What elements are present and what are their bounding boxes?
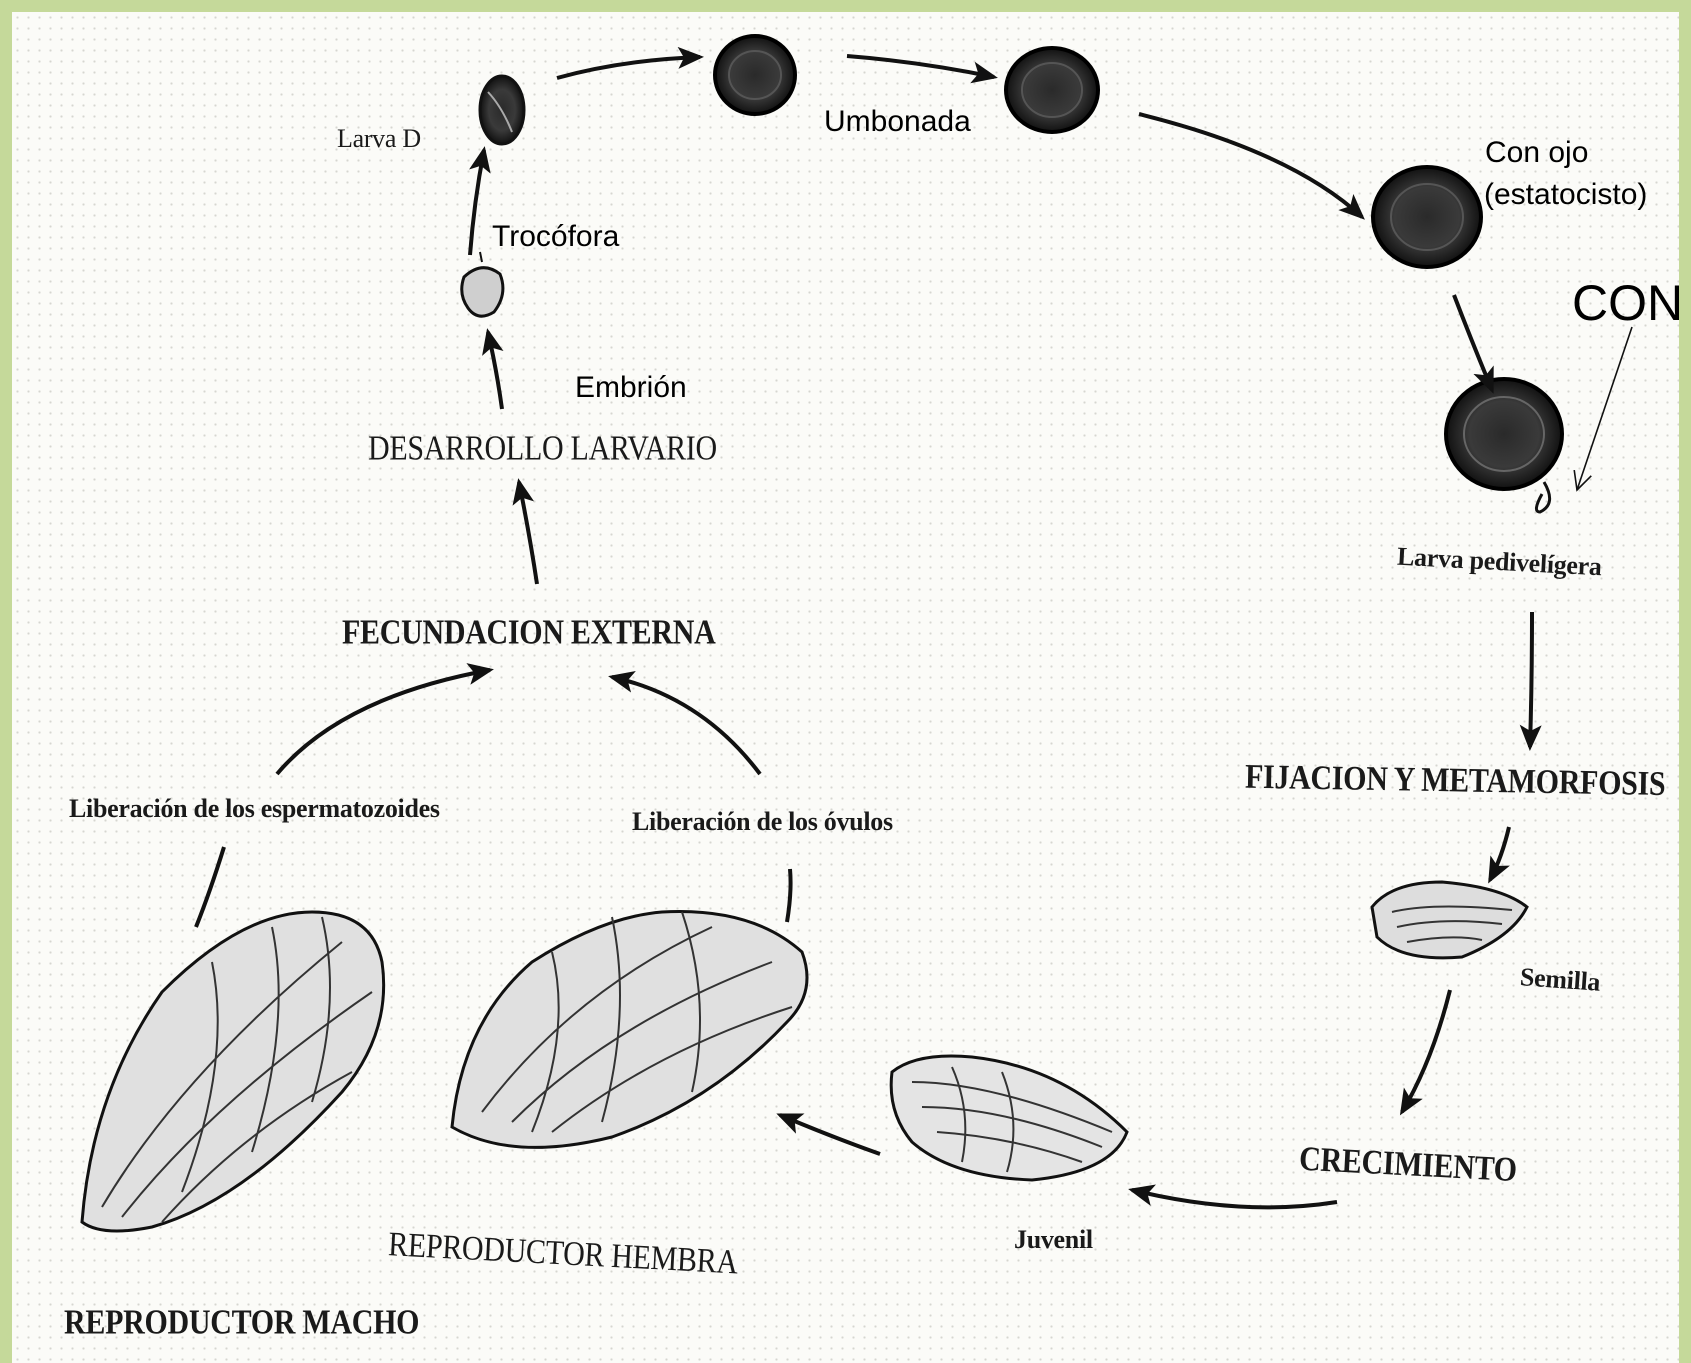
semilla-shell (1372, 882, 1527, 958)
arrow-crecimiento-to-juvenil (1132, 1190, 1337, 1207)
line-male-release (196, 847, 224, 927)
label-embrion: Embrión (575, 371, 687, 405)
arrow-juvenil-to-hembra (780, 1115, 880, 1154)
label-semilla: Semilla (1519, 962, 1601, 998)
male-oyster-shell (82, 912, 384, 1231)
label-umbonada: Umbonada (824, 105, 971, 139)
umbonada-larva-2-shape (1006, 48, 1098, 132)
line-female-release (787, 869, 791, 922)
label-rep-macho: REPRODUCTOR MACHO (64, 1303, 419, 1342)
arrow-trocofora-to-larvad (470, 150, 484, 255)
trocophore-shape (462, 252, 503, 316)
arrow-semilla-to-crecimiento (1402, 990, 1450, 1112)
label-fijacion: FIJACION Y METAMORFOSIS (1245, 758, 1666, 804)
label-lib-esperm: Liberación de los espermatozoides (69, 794, 440, 824)
arrow-embrion-to-trocofora (488, 332, 502, 409)
arrow-pedivel-to-fijacion (1530, 612, 1532, 747)
umbonada-larva-1-shape (715, 36, 795, 114)
arrow-eyed-to-pedivel (1454, 295, 1492, 390)
arrow-esperm-to-fecundacion (277, 670, 490, 774)
arrow-umbonada-to-umbonada (847, 56, 994, 77)
eyed-larva-shape (1373, 167, 1481, 267)
juvenil-shell (891, 1056, 1127, 1180)
larva-d-shape (480, 76, 524, 144)
label-con: CON (1572, 274, 1679, 332)
label-estatocisto: (estatocisto) (1484, 178, 1647, 212)
label-desarrollo-larvario: DESARROLLO LARVARIO (368, 429, 717, 468)
pediveliger-larva-shape (1446, 379, 1562, 512)
con-pointer-line (1577, 327, 1632, 490)
label-larva-d: Larva D (337, 124, 421, 154)
arrow-umbonada-to-eyed (1139, 114, 1362, 217)
label-fecundacion: FECUNDACION EXTERNA (342, 613, 716, 652)
label-con-ojo: Con ojo (1485, 136, 1588, 170)
female-oyster-shell (452, 912, 807, 1148)
arrow-ovulos-to-fecundacion (612, 677, 760, 774)
label-juvenil: Juvenil (1014, 1225, 1093, 1255)
label-lib-ovulos: Liberación de los óvulos (632, 807, 893, 837)
arrow-fijacion-to-semilla (1490, 827, 1509, 880)
arrow-larvad-to-umbonada (557, 57, 700, 78)
diagram-frame: Larva D Umbonada Con ojo (estatocisto) C… (12, 12, 1679, 1363)
label-trocofora: Trocófora (492, 220, 619, 254)
arrow-fecundacion-to-desarrollo (519, 482, 537, 584)
